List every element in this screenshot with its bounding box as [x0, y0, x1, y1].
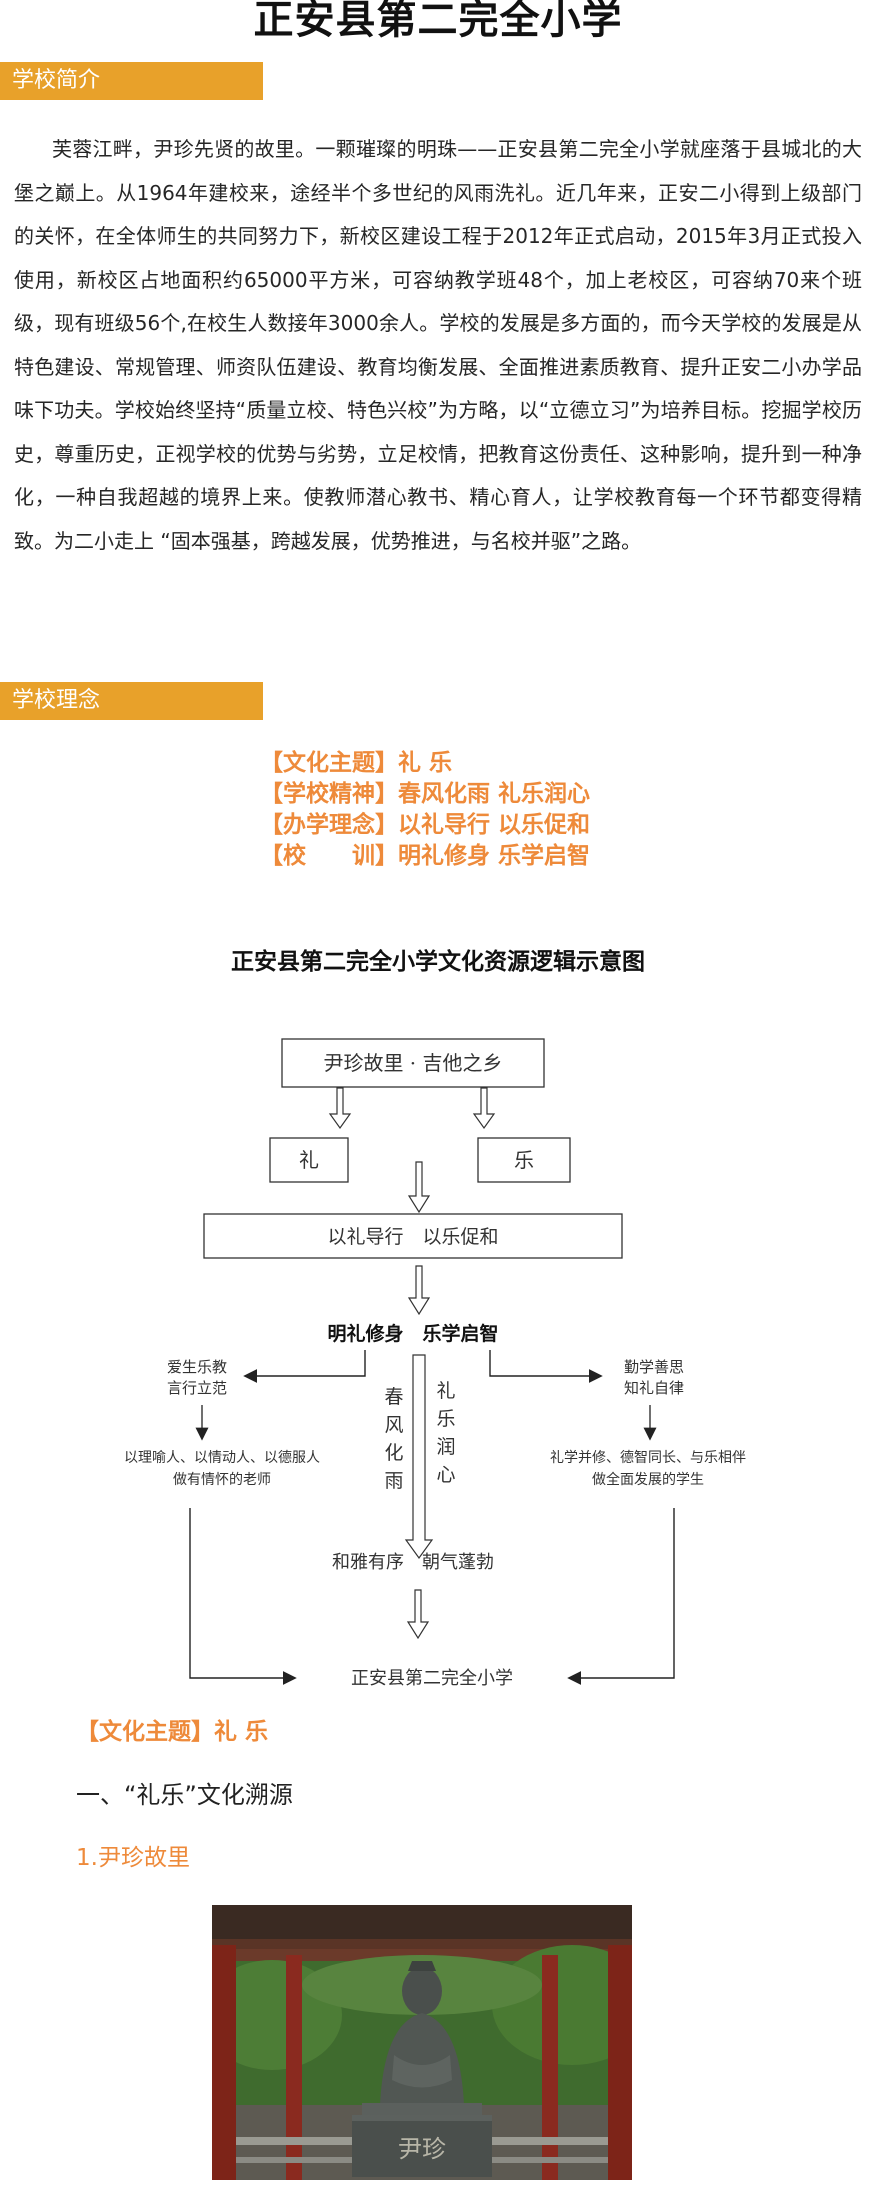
diagram-li-label: 礼 [299, 1148, 319, 1172]
diagram-harmony-line: 和雅有序 朝气蓬勃 [332, 1552, 494, 1573]
diagram-right-lower-2: 做全面发展的学生 [592, 1471, 704, 1488]
yinzhen-heading: 1.尹珍故里 [76, 1845, 190, 1871]
hollow-arrow-motto [407, 1265, 431, 1316]
return-line-left [189, 1508, 297, 1685]
section-heading-intro: 学校简介 [0, 62, 263, 100]
hollow-arrow-right [472, 1087, 496, 1130]
diagram-li-box [269, 1137, 349, 1183]
motto-school-philosophy: 【办学理念】以礼导行 以乐促和 [260, 812, 591, 838]
hollow-arrow-long [404, 1354, 434, 1560]
vertical-text-left: 春 风 化 雨 [384, 1386, 403, 1492]
motto-school-spirit: 【学校精神】春风化雨 礼乐润心 [260, 781, 591, 807]
vertical-text-right: 礼 乐 润 心 [436, 1380, 455, 1486]
hollow-arrow-left [328, 1087, 352, 1130]
svg-text:润: 润 [436, 1436, 455, 1458]
motto-school-motto: 【校 训】明礼修身 乐学启智 [260, 843, 591, 869]
diagram-right-lower-1: 礼学并修、德智同长、与乐相伴 [550, 1450, 746, 1466]
diagram-left-lower-1: 以理喻人、以情动人、以德服人 [124, 1450, 320, 1466]
culture-theme-heading: 【文化主题】礼 乐 [76, 1719, 269, 1745]
hollow-arrow-bottom [406, 1589, 430, 1640]
diagram-right-upper-1: 勤学善思 [624, 1358, 684, 1376]
diagram-yue-label: 乐 [514, 1148, 534, 1172]
svg-text:雨: 雨 [384, 1470, 403, 1492]
intro-paragraph: 芙蓉江畔，尹珍先贤的故里。一颗璀璨的明珠——正安县第二完全小学就座落于县城北的大… [14, 137, 862, 553]
return-line-right [567, 1508, 675, 1685]
motto-culture-theme: 【文化主题】礼 乐 [260, 750, 453, 776]
diagram-left-upper-1: 爱生乐教 [167, 1358, 227, 1376]
diagram-right-upper-2: 知礼自律 [624, 1379, 684, 1397]
diagram-bottom-label: 正安县第二完全小学 [351, 1668, 513, 1689]
diagram-top-box [281, 1038, 545, 1088]
yinzhen-statue-photo: 尹珍 [212, 1905, 632, 2180]
svg-text:礼: 礼 [436, 1380, 455, 1402]
hollow-arrow-center [407, 1161, 431, 1214]
section-heading-philosophy: 学校理念 [0, 682, 263, 720]
diagram-yue-box [477, 1137, 571, 1183]
diagram-middle-label: 以礼导行 以乐促和 [327, 1226, 498, 1248]
diagram-middle-box [203, 1213, 623, 1259]
culture-logic-diagram: 尹珍故里 · 吉他之乡 礼 乐 以礼导行 以乐促和 明礼修身 乐学启智 爱生乐教… [124, 1038, 746, 1689]
svg-text:化: 化 [384, 1442, 403, 1464]
diagram-motto-line: 明礼修身 乐学启智 [327, 1322, 498, 1345]
svg-text:风: 风 [384, 1414, 403, 1436]
svg-text:乐: 乐 [436, 1408, 455, 1430]
diagram-left-upper-2: 言行立范 [167, 1379, 227, 1397]
statue-plaque-text: 尹珍 [398, 2135, 446, 2163]
svg-text:春: 春 [384, 1386, 403, 1408]
branch-arrow-right [489, 1350, 603, 1383]
diagram-title: 正安县第二完全小学文化资源逻辑示意图 [231, 949, 645, 975]
branch-arrow-left [243, 1350, 366, 1383]
diagram-left-lower-2: 做有情怀的老师 [173, 1472, 271, 1488]
svg-text:心: 心 [436, 1464, 455, 1486]
page-title: 正安县第二完全小学 [253, 0, 623, 43]
diagram-top-label: 尹珍故里 · 吉他之乡 [323, 1051, 502, 1075]
origin-heading: 一、“礼乐”文化溯源 [76, 1781, 293, 1809]
